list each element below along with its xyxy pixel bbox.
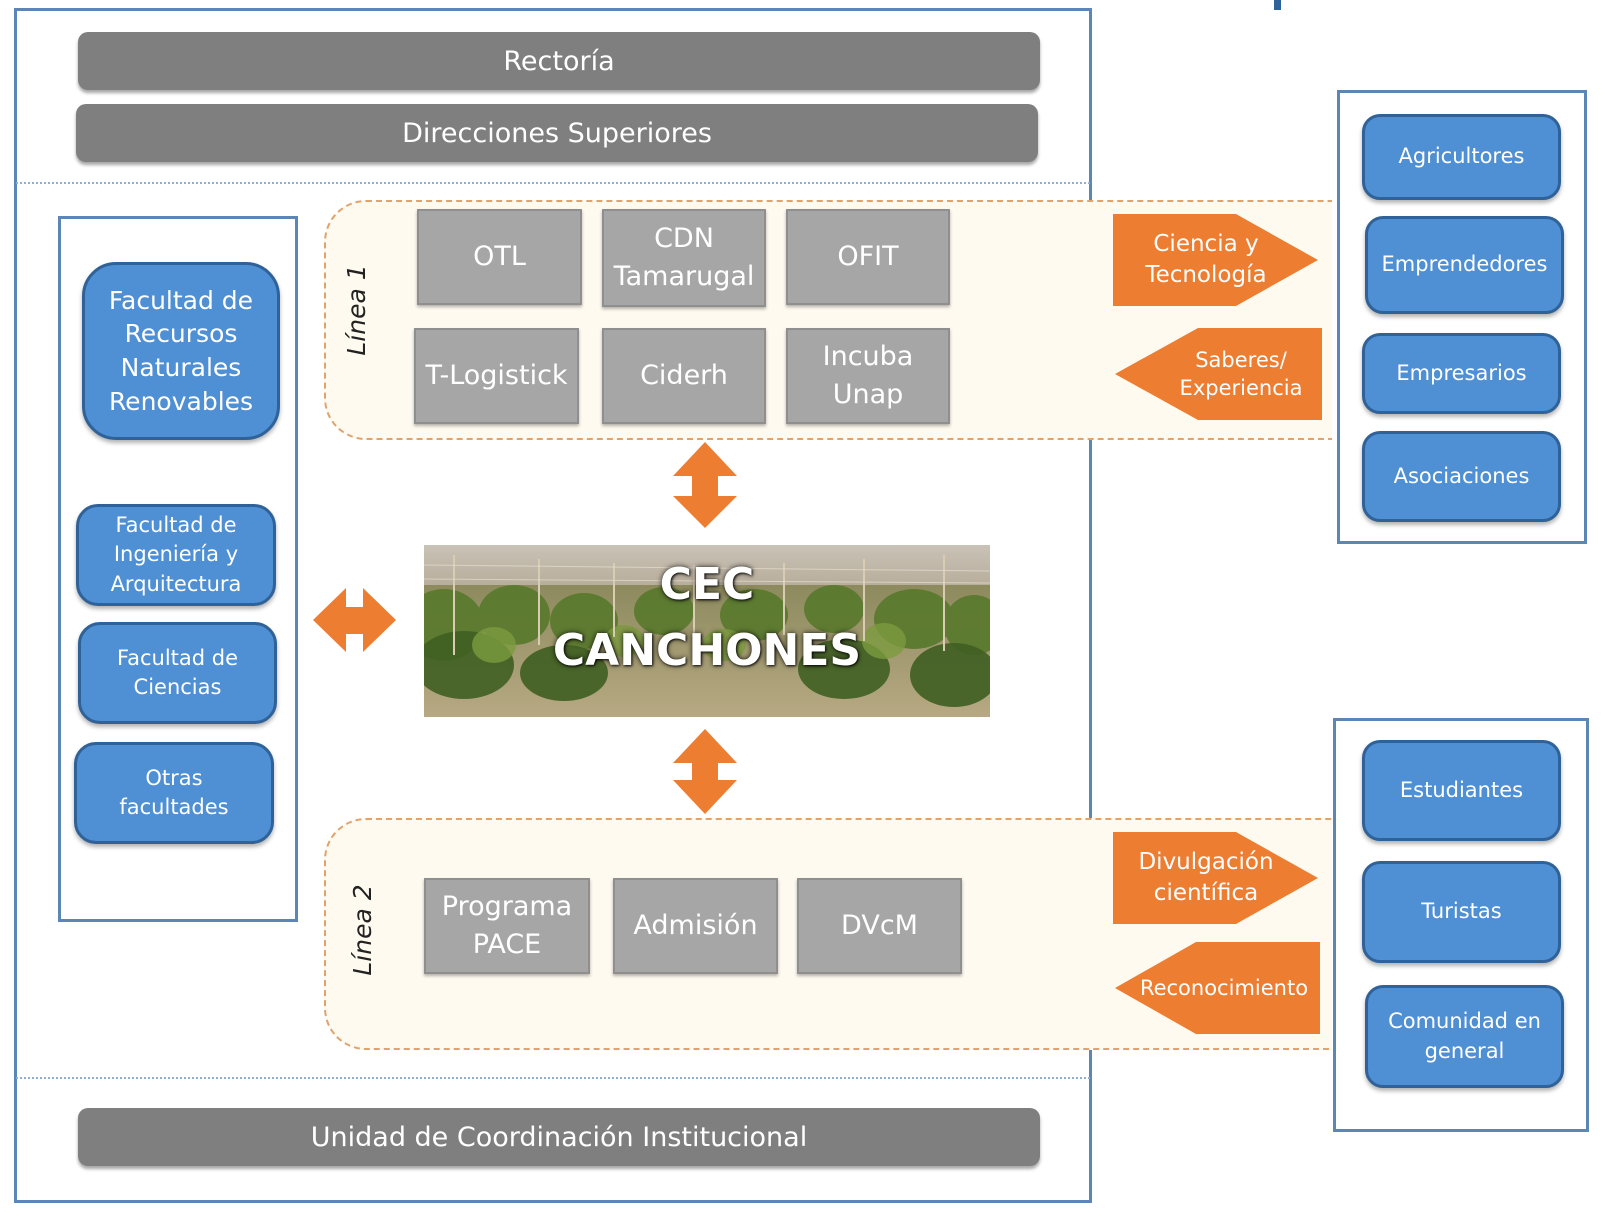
institution-frame: [14, 8, 1092, 1203]
lower-divider: [16, 1077, 1090, 1079]
stakeholders-bottom-panel: [1333, 718, 1589, 1132]
unidad-coordinacion-bar: Unidad de Coordinación Institucional: [78, 1108, 1040, 1166]
stakeholder-agricultores: Agricultores: [1362, 114, 1561, 200]
stakeholder-emprendedores: Emprendedores: [1365, 216, 1564, 314]
line2-box-admision: Admisión: [613, 878, 778, 974]
line2-box-programa-pace: Programa PACE: [424, 878, 590, 974]
line1-box-ciderh: Ciderh: [602, 328, 766, 424]
line1-box-cdn-tamarugal: CDN Tamarugal: [602, 209, 766, 307]
arrow-ciencia-tecnologia-icon: [1113, 214, 1318, 306]
line1-box-otl: OTL: [417, 209, 582, 305]
stakeholder-empresarios: Empresarios: [1362, 333, 1561, 414]
stakeholder-turistas: Turistas: [1362, 861, 1561, 963]
arrow-saberes-experiencia-label: Saberes/ Experiencia: [1179, 347, 1303, 400]
canchones-title: CANCHONES: [552, 625, 862, 676]
arrow-divulgacion-label: Divulgación científica: [1138, 848, 1274, 906]
corner-accent: [1274, 0, 1281, 10]
rectoria-bar: Rectoría: [78, 32, 1040, 90]
double-arrow-vertical-top-icon: [673, 442, 737, 528]
arrow-saberes-experiencia-icon: [1115, 328, 1322, 420]
arrow-divulgacion-icon: [1113, 832, 1318, 924]
line1-box-t-logistick: T-Logistick: [414, 328, 579, 424]
stakeholder-comunidad: Comunidad en general: [1365, 985, 1564, 1088]
direcciones-superiores-bar: Direcciones Superiores: [76, 104, 1038, 162]
cec-canchones-photo: CEC CANCHONES: [424, 545, 990, 717]
upper-divider: [16, 182, 1090, 184]
arrow-reconocimiento-label: Reconocimiento: [1139, 975, 1309, 1000]
arrow-reconocimiento-icon: [1115, 942, 1320, 1034]
faculty-otras: Otras facultades: [74, 742, 274, 844]
double-arrow-vertical-bottom-icon: [673, 729, 737, 814]
line1-box-incuba-unap: Incuba Unap: [786, 328, 950, 424]
faculty-recursos-naturales: Facultad de Recursos Naturales Renovable…: [82, 262, 280, 440]
vineyard-image: [424, 545, 990, 717]
faculty-ciencias: Facultad de Ciencias: [78, 622, 277, 724]
faculties-panel: [58, 216, 298, 922]
stakeholder-estudiantes: Estudiantes: [1362, 740, 1561, 841]
arrow-ciencia-tecnologia-label: Ciencia y Tecnología: [1145, 230, 1267, 288]
faculty-ingenieria: Facultad de Ingeniería y Arquitectura: [76, 504, 276, 606]
cec-title: CEC: [659, 559, 755, 610]
stakeholder-asociaciones: Asociaciones: [1362, 431, 1561, 522]
line2-box-dvcm: DVcM: [797, 878, 962, 974]
double-arrow-horizontal-icon: [313, 588, 396, 652]
stakeholders-top-panel: [1337, 90, 1587, 544]
line1-box-ofit: OFIT: [786, 209, 950, 305]
